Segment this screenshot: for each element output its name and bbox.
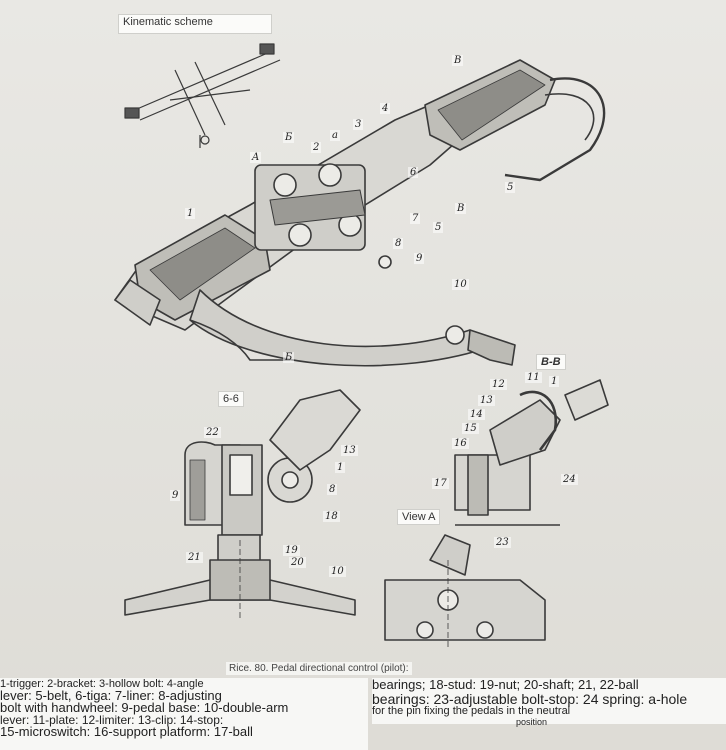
- part-number-7: 7: [410, 213, 421, 224]
- arrow-b-label-top: Б: [283, 132, 295, 143]
- part-number-22: 22: [204, 427, 221, 438]
- hole-a-label: a: [330, 130, 340, 141]
- part-number-4: 4: [380, 103, 391, 114]
- arrow-a-label: A: [250, 152, 262, 163]
- view-a-drawing: [384, 534, 546, 650]
- part-number-5: 5: [433, 222, 444, 233]
- legend-line: for the pin fixing the pedals in the neu…: [372, 705, 571, 717]
- part-number-9-s66: 9: [170, 490, 181, 501]
- legend-left: 1-trigger: 2-bracket: 3-hollow bolt: 4-a…: [0, 678, 368, 750]
- legend-line: 1-trigger: 2-bracket: 3-hollow bolt: 4-a…: [0, 678, 204, 690]
- arrow-b-label-bottom: Б: [283, 352, 295, 363]
- legend-line: bearings; 18-stud: 19-nut; 20-shaft; 21,…: [372, 677, 639, 692]
- part-number-10-s66: 10: [329, 566, 346, 577]
- part-number-1-sbb: 1: [549, 376, 560, 387]
- kinematic-scheme-label: Kinematic scheme: [118, 14, 272, 34]
- part-number-18: 18: [323, 511, 340, 522]
- legend-line: bearings: 23-adjustable bolt-stop: 24 sp…: [372, 691, 688, 707]
- part-number-23: 23: [494, 537, 511, 548]
- arrow-v-label-mid: В: [455, 203, 467, 214]
- legend-line: position: [516, 717, 548, 727]
- part-number-16: 16: [452, 438, 469, 449]
- view-a-label: View A: [397, 509, 441, 525]
- part-number-13-s66: 13: [341, 445, 358, 456]
- part-number-2: 2: [311, 142, 322, 153]
- part-number-1-s66: 1: [335, 462, 346, 473]
- section-6-6-drawing: [124, 389, 361, 620]
- part-number-6: 6: [408, 167, 419, 178]
- part-number-9: 9: [414, 253, 425, 264]
- part-number-1: 1: [185, 208, 196, 219]
- section-bb-drawing: [454, 379, 609, 526]
- figure-caption: Rice. 80. Pedal directional control (pil…: [226, 662, 412, 675]
- part-number-13-sbb: 13: [478, 395, 495, 406]
- legend-line: lever: 11-plate: 12-limiter: 13-clip: 14…: [0, 713, 224, 727]
- part-number-21: 21: [186, 552, 203, 563]
- part-number-19: 19: [283, 545, 300, 556]
- legend-line: 15-microswitch: 16-support platform: 17-…: [0, 724, 253, 739]
- kinematic-scheme-sketch: [124, 43, 281, 148]
- part-number-11: 11: [525, 372, 542, 383]
- part-number-10: 10: [452, 279, 469, 290]
- part-number-24: 24: [561, 474, 578, 485]
- part-number-3: 3: [353, 119, 364, 130]
- part-number-15: 15: [462, 423, 479, 434]
- arrow-v-label-top: В: [452, 55, 464, 66]
- part-number-8: 8: [393, 238, 404, 249]
- part-number-5-strap: 5: [505, 182, 516, 193]
- part-number-12: 12: [490, 379, 507, 390]
- legend-line: lever: 5-belt, 6-tiga: 7-liner: 8-adjust…: [0, 688, 222, 703]
- part-number-20: 20: [289, 557, 306, 568]
- part-number-8-s66: 8: [327, 484, 338, 495]
- part-number-14: 14: [468, 409, 485, 420]
- legend-line: bolt with handwheel: 9-pedal base: 10-do…: [0, 700, 289, 715]
- pedal-assembly: [114, 59, 606, 367]
- part-number-17: 17: [432, 478, 449, 489]
- section-6-6-label: 6-6: [218, 391, 244, 407]
- legend-right: bearings; 18-stud: 19-nut; 20-shaft; 21,…: [372, 677, 726, 727]
- section-bb-label: В-В: [536, 354, 566, 370]
